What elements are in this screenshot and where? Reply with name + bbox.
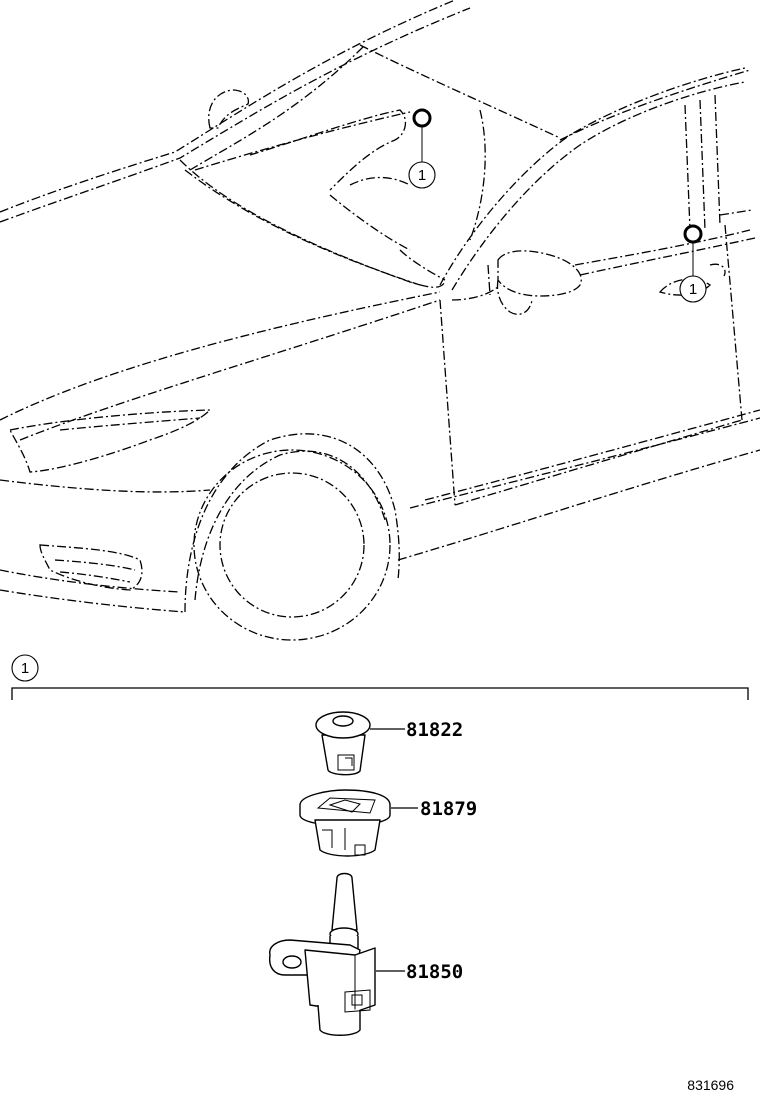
part-cap-81822: [315, 711, 405, 776]
section-callout-number: 1: [21, 660, 29, 677]
callout-number: 1: [418, 167, 426, 184]
diagram-id: 831696: [687, 1077, 734, 1093]
pillar-sensor-callout: 1: [679, 224, 707, 303]
callout-number: 1: [689, 281, 697, 298]
part-holder-81879: [299, 789, 418, 857]
part-number-81879: 81879: [420, 798, 477, 820]
windshield-sensor-callout: 1: [408, 108, 436, 189]
section-bracket: 1: [11, 654, 749, 700]
part-number-81850: 81850: [406, 961, 463, 983]
part-number-81822: 81822: [406, 719, 463, 741]
part-sensor-81850: [268, 872, 405, 1036]
car-illustration: [0, 0, 760, 641]
